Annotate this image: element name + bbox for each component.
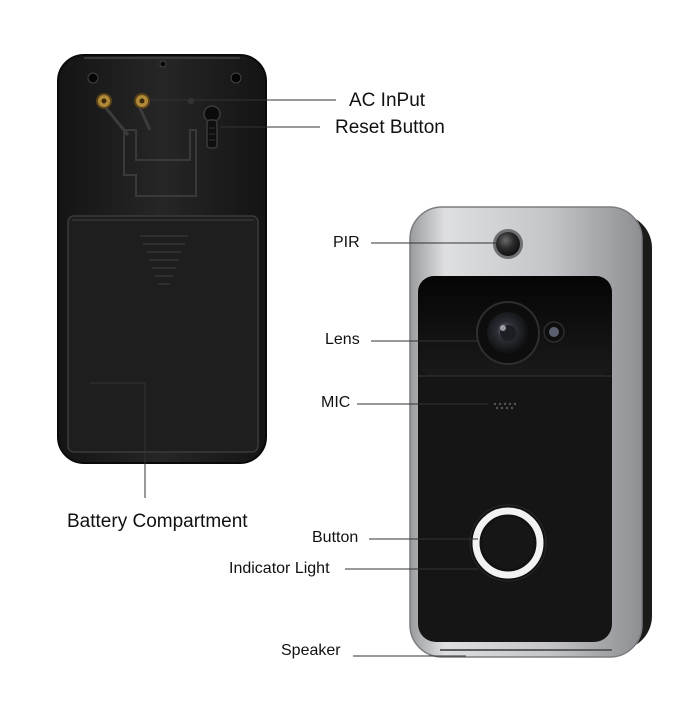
screw-hole [87,72,99,84]
mic-holes [493,402,517,410]
label-ac-input: AC InPut [349,90,426,111]
label-pir: PIR [333,234,360,251]
pir-sensor [493,229,523,259]
screw-hole [230,72,242,84]
leader-lines [90,99,496,657]
reset-button-slot [203,105,221,149]
battery-cover [67,215,259,453]
label-button: Button [312,529,359,546]
label-speaker: Speaker [281,642,341,659]
label-lens: Lens [325,331,360,348]
doorbell-button [469,504,547,582]
label-mic: MIC [321,394,351,411]
leader-line-battery [90,382,146,498]
camera-lens [476,301,565,365]
label-indicator-light: Indicator Light [229,560,330,577]
label-battery-compartment: Battery Compartment [67,511,248,532]
device-front [409,206,652,658]
screw-hole [159,60,167,68]
device-back [57,54,267,464]
label-reset-button: Reset Button [335,117,445,138]
